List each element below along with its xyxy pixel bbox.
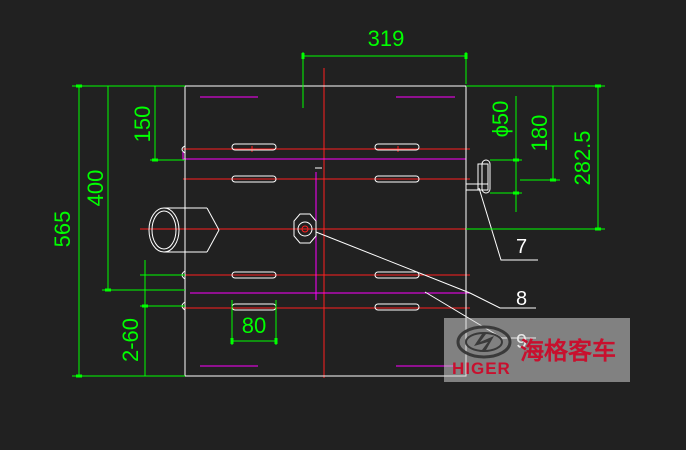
fitting-detail — [301, 225, 309, 233]
brand-watermark: HIGER 海格客车 — [444, 318, 630, 382]
dim-bottom-spec: 2-60 — [118, 318, 143, 362]
callout-7: 7 — [516, 236, 527, 258]
dim-pipe-diameter: ϕ50 — [488, 101, 513, 138]
hidden-lines — [182, 96, 470, 367]
dimension-labels: 319 565 400 150 2-60 80 ϕ50 180 282.5 — [50, 26, 595, 362]
dim-pipe-center-offset: 282.5 — [570, 130, 595, 185]
callout-8: 8 — [516, 288, 527, 310]
dim-top-width: 319 — [368, 26, 405, 51]
dim-top-offset: 150 — [130, 106, 155, 143]
dim-total-height: 565 — [50, 211, 75, 248]
dim-pipe-offset: 180 — [527, 115, 552, 152]
dim-slot-length: 80 — [242, 313, 266, 338]
higer-logo-icon — [456, 325, 512, 359]
dim-upper-height: 400 — [83, 170, 108, 207]
watermark-brand-latin: HIGER — [452, 359, 511, 378]
dimension-ticks — [76, 53, 601, 378]
watermark-brand-chinese: 海格客车 — [520, 337, 616, 365]
